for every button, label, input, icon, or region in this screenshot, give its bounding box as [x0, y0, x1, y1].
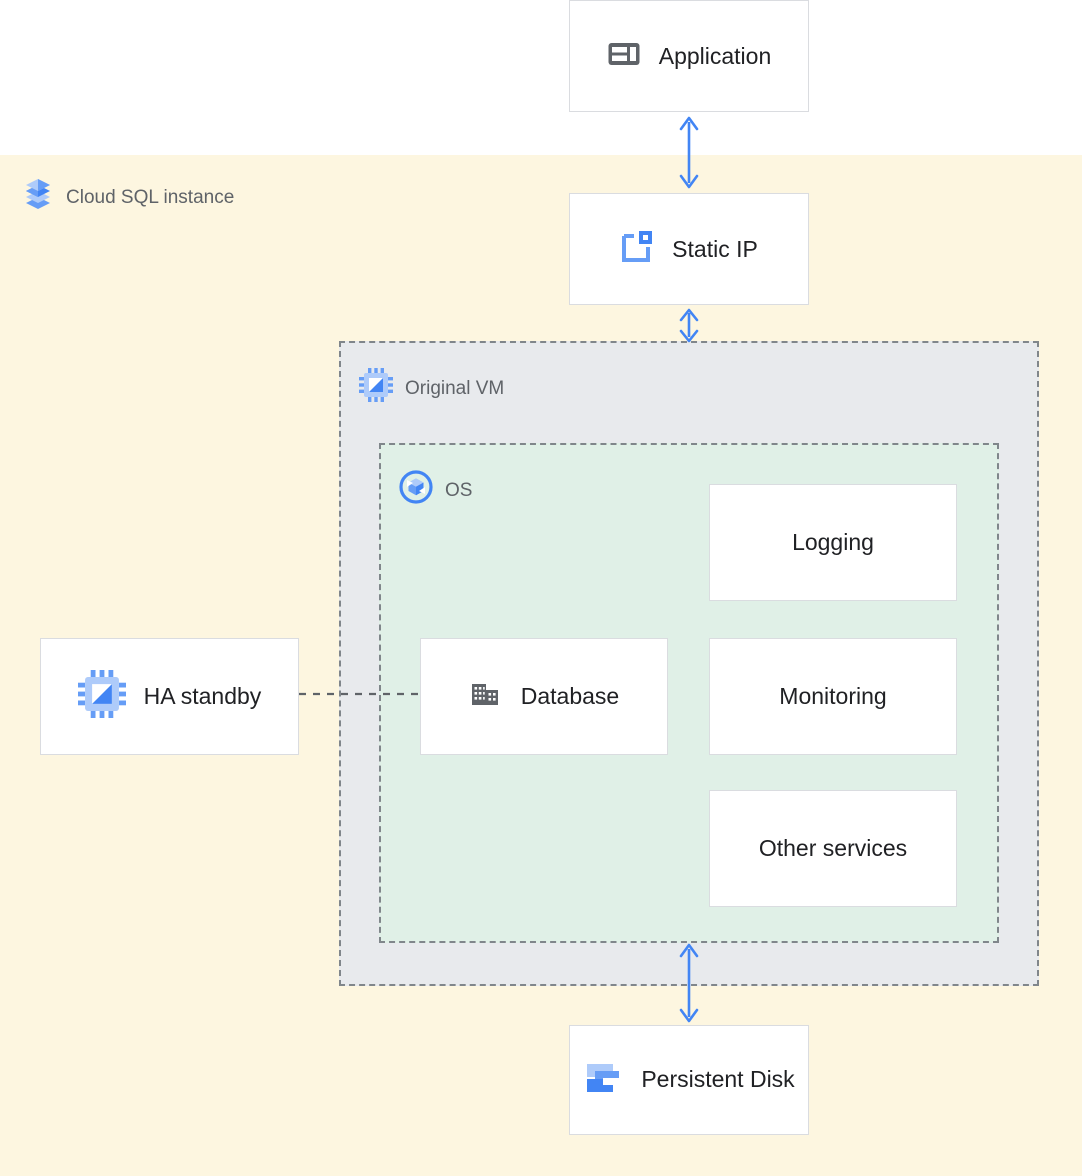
node-persistent-disk[interactable]: Persistent Disk — [569, 1025, 809, 1135]
cpu-chip-icon — [77, 670, 126, 723]
node-label: Persistent Disk — [641, 1066, 795, 1093]
static-ip-square-icon — [620, 230, 654, 269]
node-label: Monitoring — [779, 683, 887, 710]
node-ha-standby[interactable]: HA standby — [40, 638, 299, 755]
node-label: Application — [658, 42, 772, 69]
node-label: Database — [520, 683, 620, 710]
node-label: Other services — [758, 835, 908, 862]
node-application[interactable]: Application — [569, 0, 809, 112]
connector-application-to-static-ip — [673, 112, 705, 193]
node-label: HA standby — [143, 683, 262, 710]
os-cube-circle-icon — [399, 470, 433, 510]
cpu-chip-icon — [359, 368, 393, 408]
node-database[interactable]: Database — [420, 638, 668, 755]
node-logging[interactable]: Logging — [709, 484, 957, 601]
node-label: Logging — [792, 529, 874, 556]
region-label-original-vm: Original VM — [359, 368, 504, 408]
region-label-cloud-sql-instance: Cloud SQL instance — [22, 178, 234, 216]
region-label-text: Original VM — [405, 377, 505, 399]
cloud-sql-stacked-layers-icon — [22, 178, 54, 216]
connector-static-ip-to-original-vm — [673, 305, 705, 345]
node-monitoring[interactable]: Monitoring — [709, 638, 957, 755]
node-static-ip[interactable]: Static IP — [569, 193, 809, 305]
database-building-icon — [469, 677, 503, 716]
application-window-icon — [607, 37, 641, 76]
node-label: Static IP — [672, 235, 758, 262]
region-label-os: OS — [399, 470, 472, 510]
connector-os-to-persistent-disk — [673, 940, 705, 1026]
persistent-disk-steps-icon — [583, 1058, 623, 1103]
node-other-services[interactable]: Other services — [709, 790, 957, 907]
region-label-text: Cloud SQL instance — [66, 186, 235, 208]
connector-ha-standby-to-database — [299, 689, 421, 699]
region-label-text: OS — [445, 479, 473, 501]
